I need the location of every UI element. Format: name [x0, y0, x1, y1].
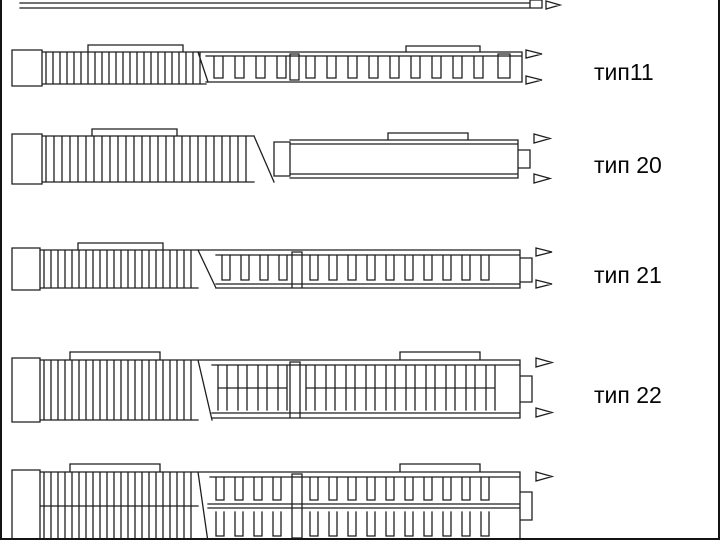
radiator-row-type-11: тип11	[10, 40, 718, 94]
radiator-type-21-label: тип 21	[594, 261, 662, 288]
radiator-row-type-33-cropped	[10, 458, 718, 538]
radiator-type-20-label: тип 20	[594, 151, 662, 178]
radiator-row-type-20: тип 20	[10, 126, 718, 194]
radiator-type-22-drawing	[11, 351, 555, 423]
radiator-type-22-label: тип 22	[594, 381, 662, 408]
radiator-type-33-drawing	[11, 463, 555, 538]
radiator-row-type-21: тип 21	[10, 238, 718, 302]
radiator-type-11-drawing	[11, 44, 543, 87]
radiator-row-type-22: тип 22	[10, 348, 718, 432]
radiator-type-11-label: тип11	[594, 58, 654, 85]
radiator-type-20-drawing	[11, 128, 553, 185]
cropped-drawing-fragment	[19, 0, 563, 10]
radiator-type-33-label	[594, 495, 718, 505]
radiator-type-21-drawing	[11, 242, 553, 291]
